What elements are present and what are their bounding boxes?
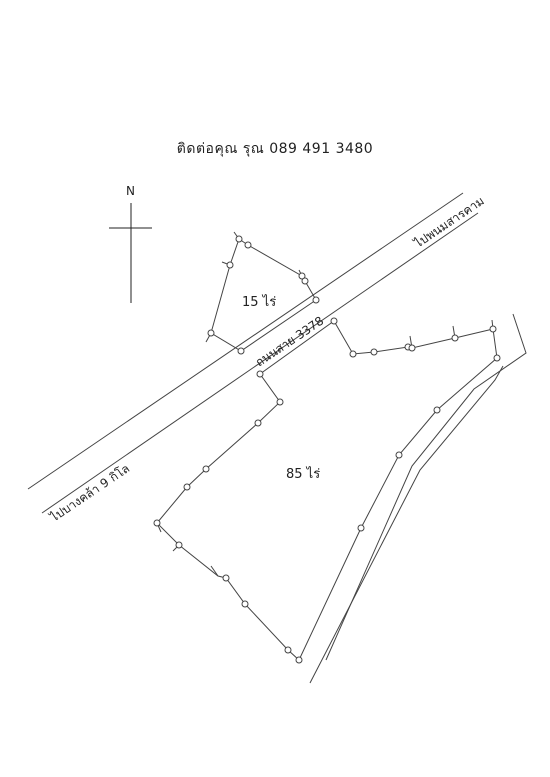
main-road [27,192,479,514]
plot-large [153,317,501,664]
north-label: N [126,184,135,198]
plot-large-label: 85 ไร่ [286,467,321,482]
plot-small [205,231,320,355]
north-arrow-icon [109,203,152,303]
contact-info: ติดต่อคุณ รุณ 089 491 3480 [176,141,374,157]
road-edge-lower [41,212,479,514]
side-road [309,313,527,684]
road-edge-upper [27,192,464,490]
road-name-label: ถนนสาย 3378 [253,314,326,370]
direction-label-left: ไปบางคล้า 9 กิโล [47,461,132,525]
plot-small-label: 15 ไร่ [242,295,277,310]
